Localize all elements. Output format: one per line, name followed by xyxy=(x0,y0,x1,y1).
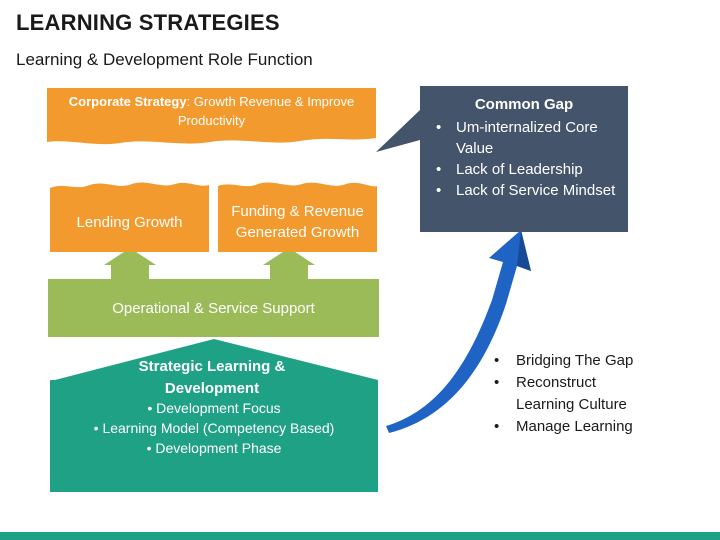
common-gap-list: Um-internalized Core Value Lack of Leade… xyxy=(420,117,628,201)
strategic-learning-item: Development Phase xyxy=(50,438,378,458)
footer-bar xyxy=(0,532,720,540)
outcome-item: Manage Learning xyxy=(494,416,646,438)
common-gap-callout: Common Gap Um-internalized Core Value La… xyxy=(420,86,628,232)
lending-torn-top xyxy=(50,182,209,192)
up-arrow-right xyxy=(263,248,315,279)
corporate-torn-edge xyxy=(47,134,376,145)
slide-subtitle: Learning & Development Role Function xyxy=(16,50,313,69)
strategic-learning-item: Learning Model (Competency Based) xyxy=(50,418,378,438)
strategic-arrow-head xyxy=(50,339,378,380)
strategic-learning-title-text: Strategic Learning & Development xyxy=(138,358,286,397)
outcome-item: Reconstruct Learning Culture xyxy=(494,372,646,416)
outcomes-list: Bridging The Gap Reconstruct Learning Cu… xyxy=(494,350,646,438)
callout-pointer xyxy=(376,110,420,152)
strategic-learning-title: Strategic Learning & Development xyxy=(0,356,424,400)
strategic-learning-item: Development Focus xyxy=(50,398,378,418)
slide-title: LEARNING STRATEGIES xyxy=(16,10,280,35)
common-gap-item: Um-internalized Core Value xyxy=(420,117,628,159)
corporate-strategy-label: Corporate Strategy xyxy=(68,94,187,109)
common-gap-title: Common Gap xyxy=(474,96,574,113)
common-gap-item: Lack of Leadership xyxy=(420,159,628,180)
funding-torn-top xyxy=(218,182,377,192)
strategic-learning-box: Development Focus Learning Model (Compet… xyxy=(50,380,378,492)
corporate-strategy-box: Corporate Strategy: Growth Revenue & Imp… xyxy=(47,88,376,134)
operational-support-box: Operational & Service Support xyxy=(48,279,379,337)
strategic-learning-list: Development Focus Learning Model (Compet… xyxy=(50,398,378,458)
funding-revenue-box: Funding & Revenue Generated Growth xyxy=(218,192,377,252)
lending-growth-box: Lending Growth xyxy=(50,192,209,252)
outcome-item: Bridging The Gap xyxy=(494,350,646,372)
up-arrow-left xyxy=(104,248,156,279)
growth-arrow-icon xyxy=(386,230,531,433)
common-gap-item: Lack of Service Mindset xyxy=(420,180,628,201)
corporate-strategy-text: : Growth Revenue & Improve Productivity xyxy=(177,94,355,128)
